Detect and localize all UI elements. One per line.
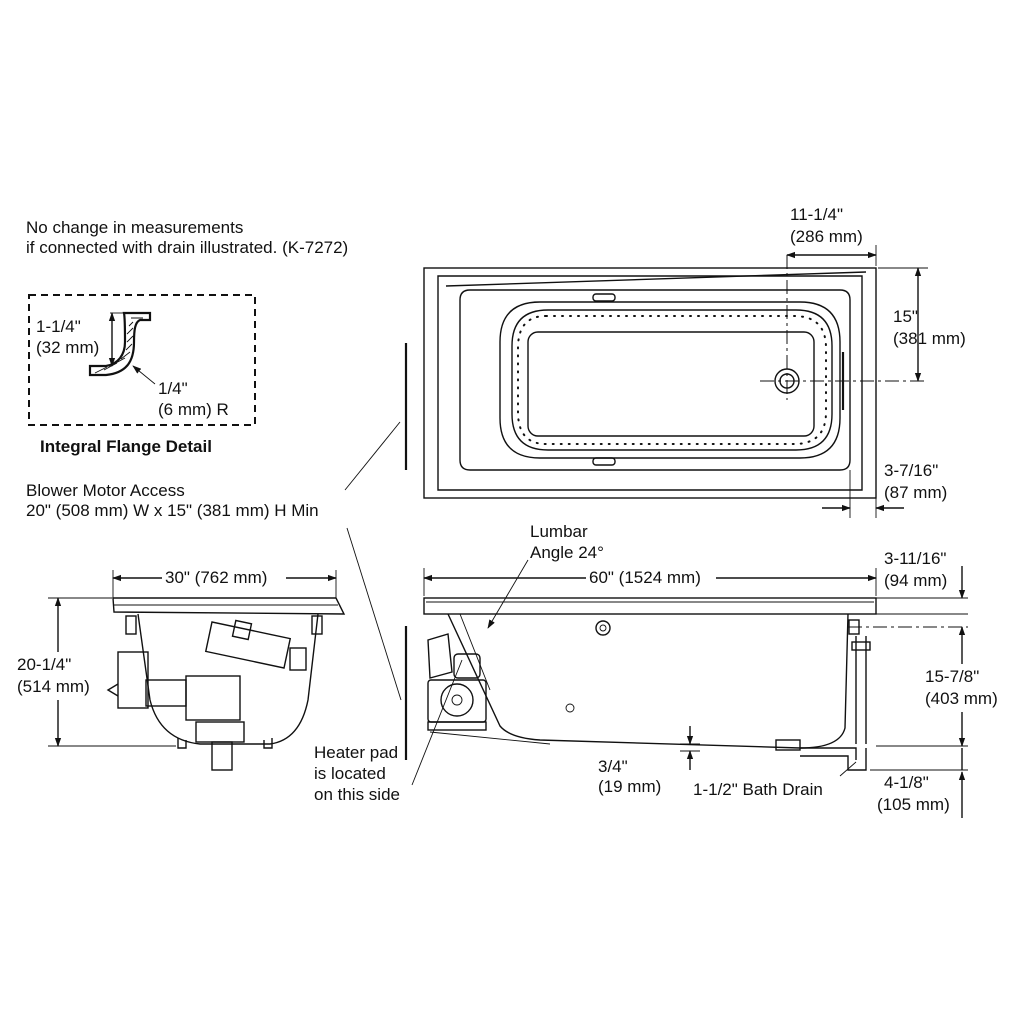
end-feet	[177, 738, 273, 749]
drain-center-in: 15"	[893, 307, 918, 326]
end-fitting-left	[125, 615, 137, 635]
floor-gap-in: 3/4"	[598, 757, 628, 776]
flange-detail-title: Integral Flange Detail	[40, 437, 212, 456]
end-pump-body	[185, 675, 241, 721]
drain-offset-mm: (286 mm)	[790, 227, 863, 246]
side-shell	[447, 613, 849, 749]
overflow-nut	[851, 641, 871, 651]
rim-thickness-in: 3-11/16"	[884, 549, 946, 568]
bath-drain-label: 1-1/2" Bath Drain	[693, 780, 823, 799]
drain-shoe	[775, 739, 801, 751]
grab-fitting-top	[592, 293, 616, 302]
rim-corner-line	[445, 271, 867, 287]
flange-profile	[88, 311, 152, 377]
grab-fitting-bottom	[592, 457, 616, 466]
basin-floor-outer	[499, 301, 841, 459]
heater-pad-note: Heater pad is located on this side	[314, 659, 463, 804]
side-rim	[423, 597, 877, 615]
top-view: 11-1/4" (286 mm) 15" (381 mm) 3-7/16" (8…	[404, 205, 966, 518]
width-label: 30" (762 mm)	[165, 568, 267, 587]
end-drain-housing	[195, 721, 245, 743]
blower-hub	[451, 694, 463, 706]
end-rim	[112, 597, 346, 615]
drain-note-line2: if connected with drain illustrated. (K-…	[26, 238, 348, 257]
end-height-mm: (514 mm)	[17, 677, 90, 696]
lumbar-leader	[487, 559, 529, 629]
end-blower-arrow	[106, 683, 119, 697]
end-blower	[117, 651, 149, 709]
blower-note-line1: Blower Motor Access	[26, 481, 185, 500]
floor-line	[429, 731, 551, 745]
drain-waste-pipe	[800, 747, 867, 771]
blower-motor	[440, 683, 474, 717]
flange-radius-in: 1/4"	[158, 379, 188, 398]
end-view: 30" (762 mm) 20-1/4" (514 mm)	[14, 566, 346, 771]
end-air-pipe	[145, 679, 187, 707]
basin-bottom	[527, 331, 815, 437]
rim-thickness-mm: (94 mm)	[884, 571, 947, 590]
end-fitting-right	[311, 615, 323, 635]
end-heater	[204, 621, 292, 669]
length-label: 60" (1524 mm)	[589, 568, 701, 587]
width-label-bg	[162, 566, 286, 590]
floor-gap-mm: (19 mm)	[598, 777, 661, 796]
blower-connector	[453, 653, 481, 679]
rim-offset-mm: (87 mm)	[884, 483, 947, 502]
drain-height-label-bg	[922, 664, 1006, 712]
side-jet-inner	[599, 624, 607, 632]
blower-leader-bottom	[346, 527, 402, 701]
air-jet-ring	[517, 315, 827, 445]
drain-offset-in: 11-1/4"	[790, 205, 843, 224]
bath-drain-leader	[839, 761, 857, 777]
end-heater-cap	[231, 619, 253, 641]
length-label-bg	[586, 566, 716, 590]
blower-note-line2: 20" (508 mm) W x 15" (381 mm) H Min	[26, 501, 319, 520]
detail-dashed-frame	[28, 294, 256, 426]
side-view: Lumbar Angle 24° 60" (1524 mm) 3-11/16" …	[404, 522, 1006, 818]
integral-flange-detail: 1-1/4" (32 mm) 1/4" (6 mm) R Integral Fl…	[28, 294, 256, 456]
blower-base	[427, 721, 487, 731]
end-heater-fitting	[289, 647, 307, 671]
drain-note-line1: No change in measurements	[26, 218, 243, 237]
blower-bracket	[427, 633, 453, 679]
flange-height-mm: (32 mm)	[36, 338, 99, 357]
drain-height-in: 15-7/8"	[925, 667, 979, 686]
rim-inner-edge	[437, 275, 863, 491]
heater-note-line2: is located	[314, 764, 386, 783]
end-shell	[137, 613, 319, 745]
heater-note-line3: on this side	[314, 785, 400, 804]
drain-depth-in: 4-1/8"	[884, 773, 929, 792]
basin-floor-mid	[511, 309, 833, 451]
drain-note: No change in measurements if connected w…	[26, 218, 348, 257]
overflow-pipe	[855, 636, 867, 744]
flange-radius-leader	[132, 365, 156, 385]
lumbar-label-line1: Lumbar	[530, 522, 588, 541]
blower-leader-top	[344, 421, 401, 491]
end-drain-outlet	[211, 741, 233, 771]
flange-radius-mm: (6 mm) R	[158, 400, 229, 419]
drain-depth-mm: (105 mm)	[877, 795, 950, 814]
lumbar-backrest	[459, 613, 491, 691]
side-fitting	[565, 703, 575, 713]
end-height-in: 20-1/4"	[17, 655, 71, 674]
drain-center-mm: (381 mm)	[893, 329, 966, 348]
blower-access-note: Blower Motor Access 20" (508 mm) W x 15"…	[26, 421, 402, 701]
basin-outline	[459, 289, 851, 471]
tub-outer-rim	[423, 267, 877, 499]
rim-offset-in: 3-7/16"	[884, 461, 938, 480]
heater-note-line1: Heater pad	[314, 743, 398, 762]
flange-height-in: 1-1/4"	[36, 317, 81, 336]
heater-leader	[411, 659, 463, 786]
end-height-label-bg	[14, 652, 102, 700]
side-jet	[595, 620, 611, 636]
drain-height-mm: (403 mm)	[925, 689, 998, 708]
lumbar-label-line2: Angle 24°	[530, 543, 604, 562]
